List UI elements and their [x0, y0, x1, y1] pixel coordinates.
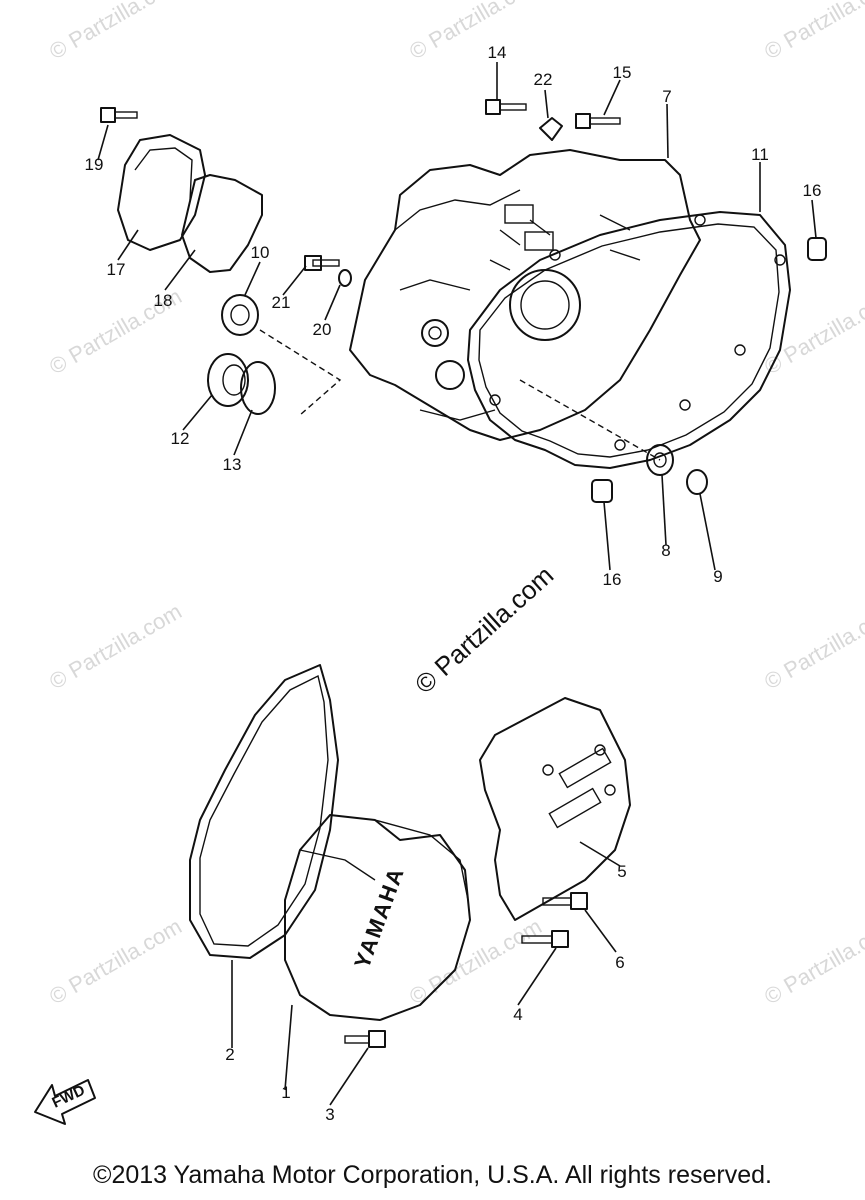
- dowel-pin: [807, 237, 827, 261]
- generator-cover-gasket: [189, 664, 339, 959]
- bolt-3: [344, 1030, 386, 1048]
- callout-18: 18: [154, 291, 173, 310]
- callout-5: 5: [617, 862, 626, 881]
- cover-brand-stamp: YAMAHA: [349, 863, 409, 972]
- oil-seal: [221, 294, 259, 336]
- callout-17: 17: [107, 260, 126, 279]
- center-watermark: © Partzilla.com: [409, 560, 559, 700]
- callout-10: 10: [251, 243, 270, 262]
- callout-9: 9: [713, 567, 722, 586]
- callout-15: 15: [613, 63, 632, 82]
- callout-16-top: 16: [803, 181, 822, 200]
- washer-20: [338, 269, 352, 287]
- leader-lines: [97, 62, 817, 1106]
- callout-4: 4: [513, 1005, 522, 1024]
- sprocket-cover: [479, 697, 631, 921]
- watermark: © Partzilla.com: [45, 0, 186, 64]
- bearing-housing: [207, 353, 249, 407]
- bolt-4: [521, 930, 569, 948]
- bolt-21: [304, 255, 340, 271]
- fwd-label: FWD: [50, 1082, 88, 1112]
- watermark: © Partzilla.com: [760, 284, 865, 380]
- watermark: © Partzilla.com: [760, 0, 865, 64]
- gasket-bolt-holes: [489, 214, 786, 451]
- bolt-6: [542, 892, 588, 910]
- callout-16-bottom: 16: [603, 570, 622, 589]
- clip-22: [539, 117, 563, 141]
- circlip: [686, 469, 708, 495]
- callout-12: 12: [171, 429, 190, 448]
- callout-19: 19: [85, 155, 104, 174]
- callout-1: 1: [281, 1083, 290, 1102]
- watermark-layer: © Partzilla.com © Partzilla.com © Partzi…: [45, 0, 865, 1009]
- callout-22: 22: [534, 70, 553, 89]
- callout-7: 7: [662, 87, 671, 106]
- pump-cover-gasket: [181, 174, 263, 273]
- watermark: © Partzilla.com: [760, 599, 865, 695]
- watermark: © Partzilla.com: [45, 599, 186, 695]
- cover-gasket: [467, 211, 791, 469]
- bolt-14: [485, 99, 527, 115]
- shaft-seal: [646, 444, 674, 476]
- watermark: © Partzilla.com: [760, 914, 865, 1010]
- callout-6: 6: [615, 953, 624, 972]
- callout-20: 20: [313, 320, 332, 339]
- watermark: © Partzilla.com: [45, 914, 186, 1010]
- callout-11: 11: [751, 145, 769, 164]
- callout-8: 8: [661, 541, 670, 560]
- bolt-19: [100, 107, 138, 123]
- callout-14: 14: [488, 43, 507, 62]
- copyright-notice: ©2013 Yamaha Motor Corporation, U.S.A. A…: [93, 1161, 772, 1189]
- callout-2: 2: [225, 1045, 234, 1064]
- pump-cover: [117, 134, 206, 251]
- watermark: © Partzilla.com: [405, 0, 546, 64]
- callout-3: 3: [325, 1105, 334, 1124]
- callout-numbers: 1 2 3 4 5 6 7 8 9 10 11 12 13 14 15 16 1…: [85, 43, 822, 1124]
- o-ring: [240, 361, 276, 415]
- fwd-arrow-icon: FWD: [34, 1079, 96, 1125]
- dowel-pin: [591, 479, 613, 503]
- bolt-15: [575, 113, 621, 129]
- crankcase-cover: [349, 149, 701, 441]
- callout-21: 21: [272, 293, 291, 312]
- callout-13: 13: [223, 455, 242, 474]
